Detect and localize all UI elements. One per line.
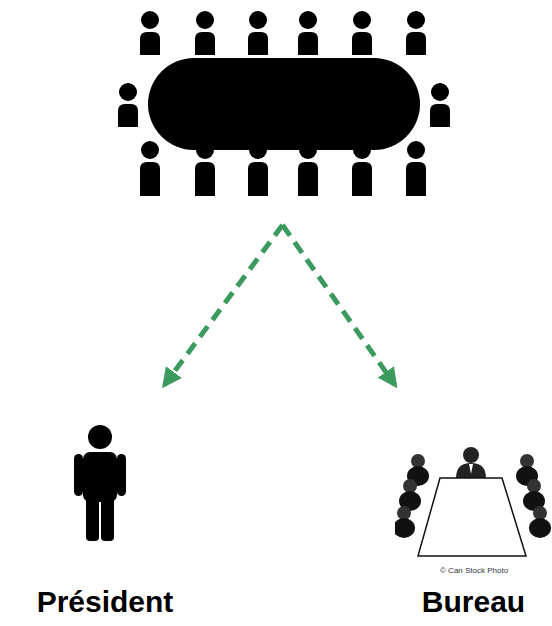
person-leg [86,495,99,541]
person-head [463,447,479,463]
conference-table [148,58,420,150]
person-body [352,162,372,196]
person-head [533,506,547,520]
icon [15,385,195,620]
person-body [195,162,215,196]
person-head [411,454,425,468]
person-body [352,32,372,55]
node-label: Bureau [395,584,552,620]
person-head [403,479,417,493]
conference-group [110,5,455,225]
person-head [407,11,425,29]
person-head [141,141,159,159]
person-body [248,32,268,55]
person-body [195,32,215,55]
person-head [407,141,425,159]
node-label: Président [15,584,195,620]
icon [395,385,552,620]
person-head [119,83,137,101]
person-leg [101,495,114,541]
person-arm [74,454,83,496]
person-head [299,11,317,29]
bureau-node: Bureau [395,385,552,620]
president-node: Président [15,385,195,620]
person-body [248,162,268,196]
person-head [431,83,449,101]
person-head [88,425,112,449]
icon [110,5,455,225]
person-body [430,104,450,127]
watermark: © Can Stock Photo [440,566,508,575]
person-body [140,32,160,55]
dashed-arrow [164,225,282,385]
person-body [406,162,426,196]
person-arm [117,454,126,496]
person-head [520,454,534,468]
person-body [140,162,160,196]
person-body [456,463,486,478]
person-tie [469,464,473,474]
person-head [353,11,371,29]
person-body [406,32,426,55]
person-body [395,518,415,538]
person-head [249,11,267,29]
person-body [529,518,551,538]
person-head [196,11,214,29]
person-body [298,32,318,55]
person-head [141,11,159,29]
dashed-arrow [283,225,396,385]
person-body [298,162,318,196]
person-head [527,479,541,493]
person-torso [83,452,117,502]
meeting-table [418,478,526,556]
person-head [397,506,411,520]
person-body [118,104,138,127]
